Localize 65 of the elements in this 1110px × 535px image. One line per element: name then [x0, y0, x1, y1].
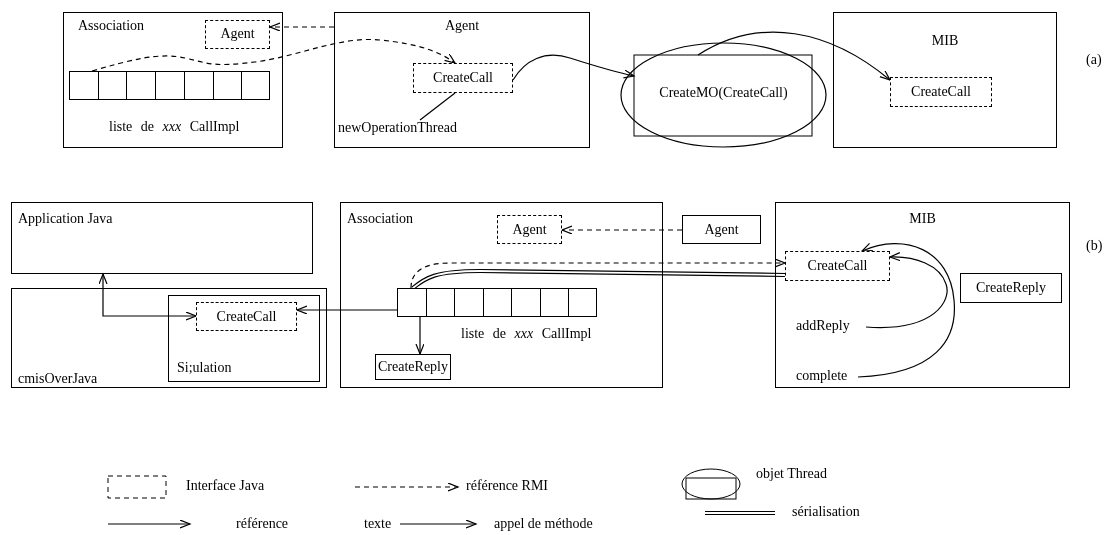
node-title: Agent	[220, 26, 255, 42]
arrow	[512, 54, 635, 81]
node-title: CreateReply	[976, 280, 1046, 296]
arrow	[296, 305, 398, 315]
component-box	[334, 12, 590, 148]
node-title: CreateMO(CreateCall)	[659, 85, 788, 101]
node-title: Association	[347, 211, 414, 227]
component-box	[833, 12, 1057, 148]
interface-box	[497, 215, 562, 244]
node-title: CreateCall	[807, 258, 868, 274]
legend-text: référence	[236, 516, 289, 532]
class-box	[375, 354, 451, 380]
method-name: addReply	[796, 318, 850, 334]
arrow	[561, 225, 683, 235]
node-title: Agent	[512, 222, 547, 238]
list-caption: liste de xxx CallImpl	[461, 326, 592, 342]
component-box	[11, 202, 313, 274]
legend-sample-text: texte	[364, 516, 392, 532]
array-drawing	[69, 71, 270, 100]
class-box	[960, 273, 1062, 303]
node-title: CreateCall	[216, 309, 277, 325]
node-title: Application Java	[18, 211, 113, 227]
legend-text: sérialisation	[792, 504, 860, 520]
node-title: Agent	[704, 222, 739, 238]
arrow	[857, 243, 955, 378]
method-name: newOperationThread	[338, 120, 457, 136]
node-title: Association	[78, 18, 145, 34]
component-box	[11, 288, 327, 388]
arrow	[410, 258, 786, 289]
node-title: Agent	[444, 18, 480, 34]
arrow	[865, 252, 948, 329]
component-box	[63, 12, 283, 148]
node-title: MIB	[931, 33, 959, 49]
node-title: MIB	[909, 211, 936, 227]
list-caption: liste de xxx CallImpl	[109, 119, 240, 135]
interface-box	[890, 77, 992, 107]
arrow	[415, 316, 425, 355]
panel-label: (b)	[1086, 238, 1103, 254]
interface-box	[413, 63, 513, 93]
arrow	[91, 38, 456, 72]
legend-text: appel de méthode	[494, 516, 593, 532]
leader-line	[419, 92, 456, 121]
interface-box	[785, 251, 890, 281]
serialization-line	[411, 268, 786, 290]
node-title: Si;ulation	[177, 360, 232, 376]
component-box	[775, 202, 1070, 388]
legend-text: Interface Java	[186, 478, 265, 494]
node-title: CreateReply	[378, 359, 448, 375]
arrow	[269, 22, 335, 32]
legend-text: objet Thread	[756, 466, 827, 482]
panel-label: (a)	[1086, 52, 1102, 68]
component-box	[340, 202, 663, 388]
method-name: complete	[796, 368, 848, 384]
node-title: CreateCall	[911, 84, 971, 100]
node-title: cmisOverJava	[18, 371, 98, 387]
legend-text: référence RMI	[466, 478, 548, 494]
arrow	[98, 273, 197, 321]
class-box	[682, 215, 761, 244]
interface-box	[196, 302, 297, 331]
thread-object	[620, 42, 827, 148]
component-box	[168, 295, 320, 382]
node-title: CreateCall	[433, 70, 493, 86]
arrow	[697, 31, 891, 81]
array-drawing	[397, 288, 597, 317]
interface-box	[205, 20, 270, 49]
